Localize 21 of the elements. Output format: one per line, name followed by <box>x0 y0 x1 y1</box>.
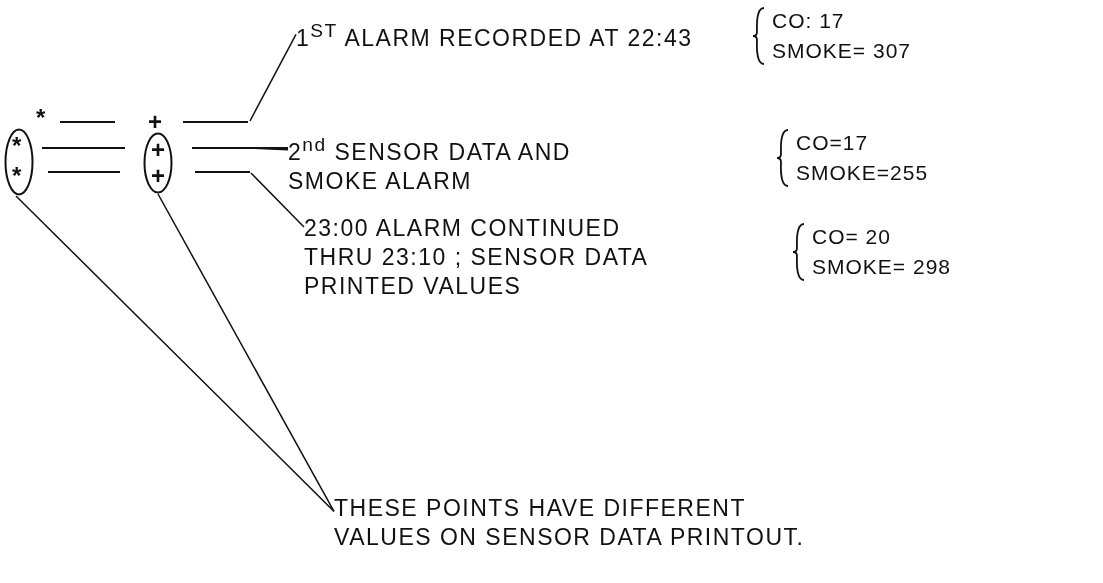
reading-value: SMOKE= 307 <box>772 38 911 64</box>
leader-line <box>249 147 289 151</box>
plus-mark: + <box>148 110 162 134</box>
reading-value: SMOKE= 298 <box>812 254 951 280</box>
annotation-text: THESE POINTS HAVE DIFFERENT VALUES ON SENSOR DATA PRINTOUT. <box>334 494 806 552</box>
plus-mark: + <box>151 138 165 162</box>
asterisk-mark: * <box>12 164 22 188</box>
reading-value: SMOKE=255 <box>796 160 929 186</box>
leader-line <box>249 33 297 122</box>
reading-value: CO=17 <box>796 130 870 156</box>
plus-mark: + <box>151 164 165 188</box>
asterisk-mark: * <box>36 106 46 130</box>
reading-value: CO= 20 <box>812 224 892 250</box>
annotation-text: 1$^{ST}$ ALARM RECORDED AT 22:43 <box>296 19 694 53</box>
annotation-text: 2$^{nd}$ SENSOR DATA AND SMOKE ALARM <box>288 133 572 196</box>
asterisk-mark: * <box>12 134 22 158</box>
leader-line <box>250 172 305 228</box>
reading-value: CO: 17 <box>772 8 846 34</box>
annotation-text: 23:00 ALARM CONTINUED THRU 23:10 ; SENSOR DATA PRINTED VALUES <box>304 214 649 301</box>
leader-line <box>15 195 335 513</box>
leader-line <box>157 193 335 513</box>
